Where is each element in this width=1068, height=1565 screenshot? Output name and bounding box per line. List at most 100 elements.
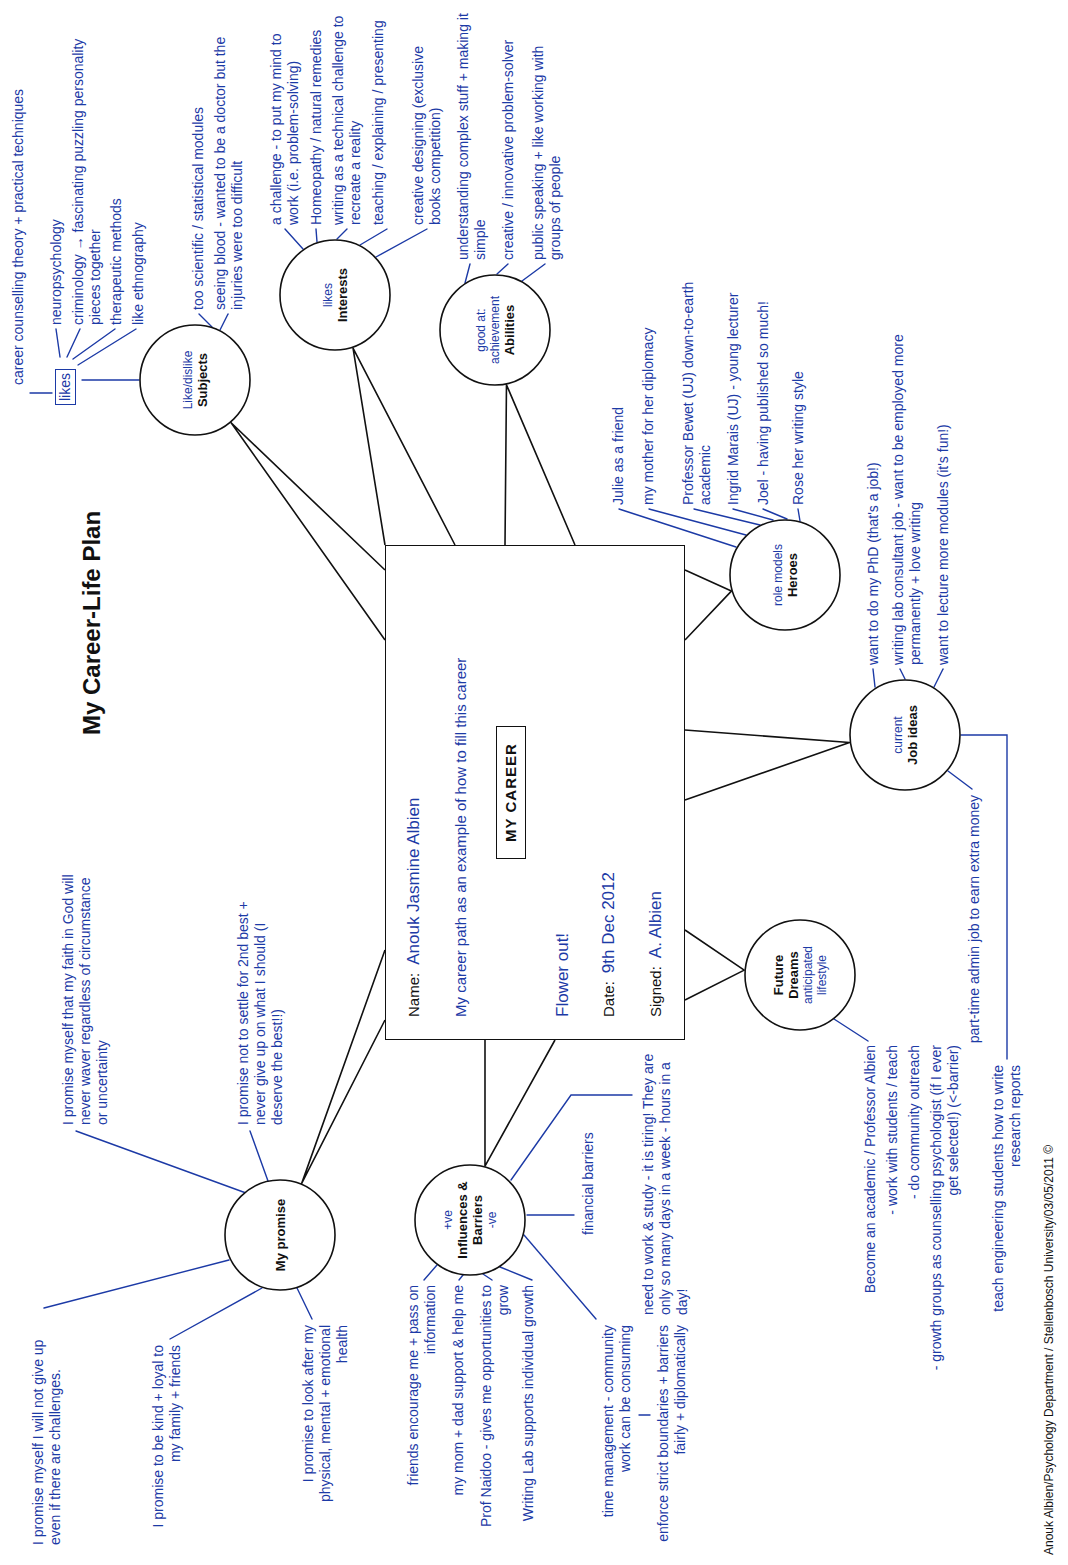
leader-line (527, 1214, 574, 1215)
note-label: I promise not to settle for 2nd best + n… (235, 875, 286, 1125)
leader-line (694, 509, 760, 525)
note-label: a challenge - to put my mind to work (i.… (268, 10, 302, 225)
leader-line (483, 1274, 492, 1280)
note-label: seeing blood - wanted to be a doctor but… (212, 10, 246, 310)
circle-text: anticipated lifestyle (801, 934, 829, 1017)
circle-shape (850, 680, 960, 790)
circle-shape (415, 1165, 525, 1275)
note-label: criminology → fascinating puzzling perso… (70, 20, 104, 325)
circle-content: currentJob ideas (891, 694, 920, 777)
leader-line (497, 264, 508, 274)
note-label: writing lab consultant job - want to be … (890, 265, 924, 665)
leader-line (56, 329, 60, 357)
box-text: Anouk Jasmine Albien (404, 798, 424, 965)
box-text: MY CAREER (502, 743, 519, 842)
connector-group (685, 730, 850, 800)
note-label: neuropsychology (48, 219, 65, 325)
circle-text: Abilities (502, 289, 517, 372)
box-text: 9th Dec 2012 (599, 872, 619, 973)
connector-triangle (353, 348, 455, 545)
leader-line (76, 1131, 246, 1193)
circle-content: Like/dislikeSubjects (181, 339, 210, 422)
note-label: Homeopathy / natural remedies (308, 10, 325, 225)
circle-content: role modelsHeroes (771, 534, 800, 617)
note-label: - growth groups as counselling psycholog… (928, 1045, 962, 1385)
leader-line (934, 669, 943, 687)
circle-shape (225, 1180, 335, 1290)
connector-group (485, 1040, 555, 1166)
connector-group (505, 385, 575, 545)
note-label: want to do my PhD (that's a job!) (865, 335, 882, 665)
circle-text: good at: achievement (474, 289, 502, 372)
note-label: - do community outreach (906, 1045, 923, 1385)
topic-circle: good at: achievementAbilities (439, 274, 551, 386)
circle-content: likesInterests (321, 254, 350, 337)
connector-triangle (685, 570, 731, 640)
leader-line (337, 229, 347, 239)
leader-line (798, 509, 800, 521)
career-box: Name:Anouk Jasmine Albien My career path … (385, 545, 685, 1040)
circle-text: Influences & Barriers (455, 1179, 485, 1262)
note-label: enforce strict boundaries + barriers fai… (655, 1325, 689, 1545)
note-label: understanding complex stuff + making it … (455, 10, 489, 260)
note-label: Joel - having published so much! (755, 185, 772, 505)
leader-line (522, 264, 545, 281)
note-label: Julie as a friend (610, 205, 627, 505)
connector-triangle (685, 730, 850, 800)
circle-content: Future Dreamsanticipated lifestyle (771, 934, 829, 1017)
note-label: Ingrid Marais (UJ) - young lecturer (725, 185, 742, 505)
circle-text: likes (321, 254, 335, 337)
leader-line (297, 1288, 312, 1319)
leader-line (511, 1095, 632, 1180)
page-title: My Career-Life Plan (78, 511, 106, 735)
leader-line (360, 229, 387, 245)
note-label: time management - community work can be … (600, 1325, 634, 1545)
note-label: creative designing (exclusive books comp… (410, 10, 444, 225)
circle-text: -ve (485, 1179, 499, 1262)
note-label: my mom + dad support & help me (450, 1285, 467, 1545)
circle-text: current (891, 694, 905, 777)
circle-text: My promise (273, 1194, 288, 1277)
circle-text: Future Dreams (771, 934, 801, 1017)
circle-text: Job ideas (905, 694, 920, 777)
circle-content: good at: achievementAbilities (474, 289, 517, 372)
box-row: MY CAREER (502, 743, 520, 842)
circle-text: role models (771, 534, 785, 617)
leader-line (834, 1019, 868, 1041)
topic-circle: role modelsHeroes (729, 519, 841, 631)
note-label: career counselling theory + practical te… (10, 15, 27, 385)
leader-line (170, 1288, 262, 1339)
circle-shape (745, 920, 855, 1030)
connector-group (353, 348, 455, 545)
note-label: I promise to look after my physical, men… (300, 1325, 351, 1525)
leader-line (763, 509, 787, 519)
boxed-note: likes (55, 369, 76, 405)
topic-circle: currentJob ideas (849, 679, 961, 791)
box-row: Name:Anouk Jasmine Albien (404, 568, 424, 1017)
leader-line (649, 509, 746, 535)
connector-group (685, 570, 731, 640)
note-label: my mother for her diplomacy (640, 205, 657, 505)
leader-line (30, 392, 52, 393)
box-text: A. Albien (646, 891, 666, 958)
note-label: - work with students / teach (884, 1045, 901, 1385)
box-row: MY CAREER (496, 568, 526, 1017)
circle-shape (280, 240, 390, 350)
note-label: public speaking + like working with grou… (530, 10, 564, 260)
note-label: I promise to be kind + loyal to my famil… (150, 1345, 184, 1545)
leader-line (948, 771, 972, 789)
box-text: My career path as an example of how to f… (451, 658, 470, 1017)
note-label: writing as a technical challenge to recr… (330, 10, 364, 225)
note-label: Writing Lab supports individual growth (520, 1285, 537, 1545)
note-label: too scientific / statistical modules (190, 10, 207, 310)
note-label: I promise myself I will not give up even… (30, 1315, 64, 1545)
topic-circle: My promise (224, 1179, 336, 1291)
leader-line (250, 1131, 268, 1181)
note-label: Prof Naidoo - gives me opportunities to … (478, 1285, 512, 1545)
note-label: like ethnography (130, 222, 147, 325)
leader-line (220, 314, 228, 330)
circle-shape (440, 275, 550, 385)
leader-line (873, 669, 875, 687)
topic-circle: Future Dreamsanticipated lifestyle (744, 919, 856, 1031)
